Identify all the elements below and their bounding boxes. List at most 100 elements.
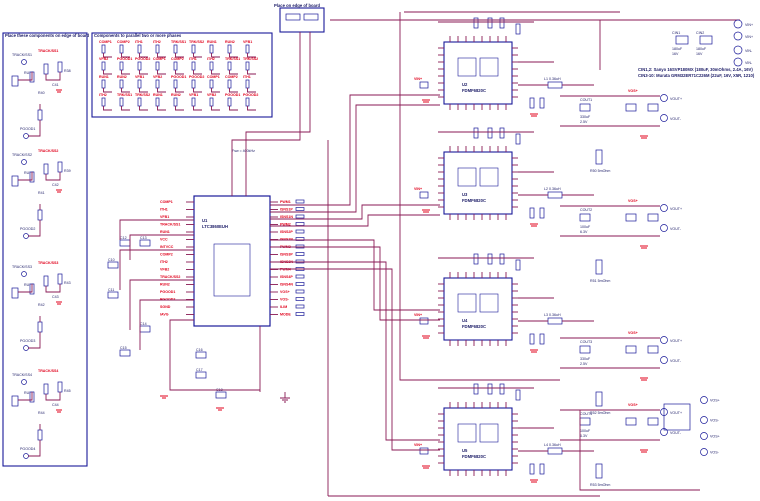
parallel-jumper: VFB2 (153, 75, 166, 93)
pgood-terminal (23, 133, 29, 139)
jumper-resistor (119, 44, 124, 54)
parallel-jumper: COMP1 (153, 57, 166, 75)
cin1-v: 16V (672, 52, 679, 56)
output-cap-val: 100uF (580, 225, 591, 229)
track-label: TRACK/SS2 (12, 153, 32, 157)
jumper-net: TRK/SS2 (189, 40, 204, 44)
u1-right-pin: PWM1 (280, 200, 291, 204)
jumper-resistor (101, 97, 106, 107)
parallel-jumper: RUN1 (99, 75, 112, 93)
jumper-resistor (227, 61, 232, 71)
vout-plus-label: VOUT+ (670, 207, 682, 211)
pin-resistor (295, 304, 305, 309)
jumper-resistor (155, 79, 160, 89)
svg-text:C17: C17 (196, 368, 203, 372)
inductor (547, 81, 563, 89)
jumper-resistor (101, 61, 106, 71)
svg-text:VOS+: VOS+ (628, 331, 638, 335)
vos-terminal (700, 448, 708, 456)
support-component: C18 (215, 388, 227, 399)
pin-resistor (295, 199, 305, 204)
jumper-resistor (245, 44, 250, 54)
ref-label: C43 (52, 295, 59, 299)
vout-minus-label: VOUT- (670, 359, 682, 363)
vos-terminal-label: VOS- (710, 451, 720, 455)
parallel-jumper: COMP1 (207, 75, 220, 93)
u1-right-pin: ISNS4P (280, 275, 293, 279)
jumper-resistor (119, 79, 124, 89)
jumper-net: VFB1 (243, 40, 252, 44)
parallel-jumper: PGOOD1 (117, 57, 132, 75)
parallel-jumper: COMP2 (171, 57, 184, 75)
resistor (43, 275, 49, 287)
jumper-net: TRK/SS2 (243, 57, 258, 61)
vout-minus-terminal (660, 224, 668, 232)
controller-u1-ref: U1 (202, 218, 208, 223)
parallel-jumper: ITH2 (153, 40, 166, 58)
svg-text:VIN+: VIN+ (414, 313, 422, 317)
jumper-resistor (137, 79, 142, 89)
jumper-resistor (101, 79, 106, 89)
jumper-resistor (119, 97, 124, 107)
jumper-resistor (191, 97, 196, 107)
jumper-net: ITH2 (99, 93, 107, 97)
u1-right-pin: ISNS3P (280, 253, 293, 257)
vos-terminal (700, 396, 708, 404)
track-label: TRACK/SS3 (12, 265, 32, 269)
support-component: C13 (139, 236, 151, 247)
u1-left-pin: TRACK/SS2 (160, 275, 180, 279)
track-net: TRACK/SS1 (38, 49, 58, 53)
parallel-jumper: PGOOD2 (243, 93, 258, 111)
u1-left-pin: RUN2 (160, 283, 170, 287)
pin-resistor (295, 297, 305, 301)
jumper-resistor (155, 97, 160, 107)
ref-label: R43 (64, 281, 71, 285)
sense-label: R52 5mOhm (590, 411, 610, 415)
cin2-v: 16V (696, 52, 703, 56)
svg-text:C12: C12 (120, 236, 127, 240)
u1-left-pin: COMP2 (160, 253, 173, 257)
u1-right-pin: MODE (280, 313, 291, 317)
resistor (37, 209, 43, 221)
jumper-net: PGOOD2 (135, 57, 150, 61)
u1-right-pin: ISNS1N (280, 215, 293, 219)
inductor (547, 317, 563, 325)
cin-note-2: CIN3-10: Murata GRM32ER71C226M (22uF, 16… (638, 73, 755, 78)
ref-label: R45 (64, 389, 71, 393)
parallel-jumper: VFB1 (243, 40, 256, 58)
pin-resistor (295, 229, 305, 234)
resistor (43, 163, 49, 175)
u1-left-pin: COMP1 (160, 200, 173, 204)
cin1-ref: CIN1 (672, 31, 680, 35)
jumper-resistor (137, 44, 142, 54)
vout-plus-terminal (660, 94, 668, 102)
parallel-jumper: RUN2 (225, 40, 238, 58)
svg-text:C10: C10 (108, 258, 115, 262)
input-cap (419, 317, 429, 325)
inductor-label: L3 0.36uH (544, 313, 561, 317)
jumper-net: PGOOD1 (117, 57, 132, 61)
controller-u1-part: LTC3860EUH (202, 224, 228, 229)
output-cap (579, 345, 591, 354)
vout-minus-terminal (660, 114, 668, 122)
vin-minus-label-2: VIN- (745, 61, 753, 65)
vos-terminal (700, 432, 708, 440)
jumper-net: VFB1 (135, 75, 144, 79)
ref-label: C41 (52, 83, 59, 87)
ref-label: C44 (52, 403, 59, 407)
ground-symbols (160, 392, 290, 411)
u1-right-pin: ISNS1P (280, 208, 293, 212)
output-cap-ref: COUT1 (580, 98, 592, 102)
vos-terminal-label: VOS- (710, 419, 720, 423)
edge-components-box (2, 32, 88, 467)
powerstage-ref: U2 (462, 82, 468, 87)
pgood-label: PGOOD1 (20, 127, 35, 131)
vos-terminal-label: VOS+ (710, 435, 720, 439)
vin-plus-terminal-1 (733, 19, 743, 29)
svg-text:C11: C11 (108, 288, 114, 292)
resistor (57, 161, 63, 173)
